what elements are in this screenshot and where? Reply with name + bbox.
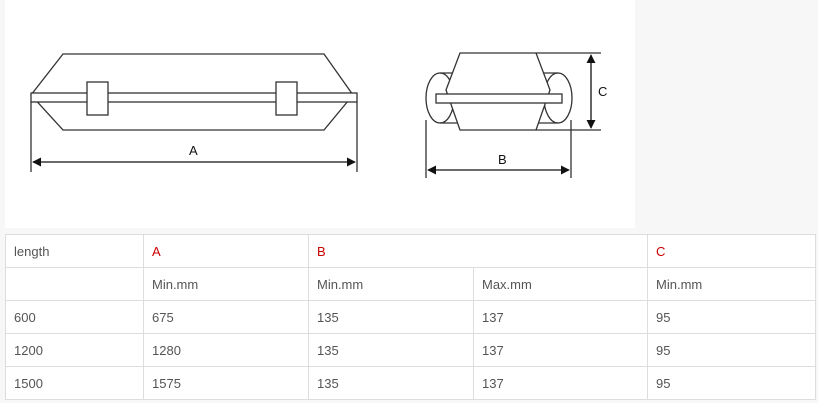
side-view-body (30, 53, 354, 131)
cell-b-min: 135 (308, 300, 474, 334)
header-c: C (647, 234, 817, 268)
header-length: length (5, 234, 144, 268)
end-view-rail (435, 93, 563, 104)
side-view-clip-right (275, 81, 298, 116)
table-units-row: Min.mm Min.mm Max.mm Min.mm (5, 267, 817, 301)
cell-length: 1500 (5, 366, 144, 400)
cell-a-min: 675 (143, 300, 309, 334)
fixture-diagram: A B C (30, 52, 607, 178)
spec-table: length A B C Min.mm Min.mm Max.mm Min.mm… (5, 234, 817, 400)
cell-c-min: 95 (647, 333, 817, 367)
end-view (425, 52, 601, 178)
side-view-clip-left (86, 81, 109, 116)
cell-c-min: 95 (647, 300, 817, 334)
cell-b-max: 137 (472, 333, 649, 367)
cell-b-max: 137 (472, 300, 649, 334)
units-empty-cell (5, 267, 144, 301)
unit-b-max: Max.mm (472, 267, 649, 301)
unit-b-min: Min.mm (308, 267, 474, 301)
cell-c-min: 95 (647, 366, 817, 400)
cell-b-min: 135 (308, 366, 474, 400)
cell-b-min: 135 (308, 333, 474, 367)
cell-b-max: 137 (472, 366, 649, 400)
cell-length: 600 (5, 300, 144, 334)
header-b: B (307, 234, 649, 268)
diagram-panel: A B C (5, 0, 635, 228)
table-row: 1500 1575 135 137 95 (5, 366, 817, 400)
unit-a-min: Min.mm (143, 267, 309, 301)
table-row: 600 675 135 137 95 (5, 300, 817, 334)
table-row: 1200 1280 135 137 95 (5, 333, 817, 367)
dimension-label-a: A (189, 143, 198, 158)
end-view-body (445, 52, 551, 131)
cell-a-min: 1575 (143, 366, 309, 400)
dimension-label-c: C (598, 84, 607, 99)
side-view (30, 53, 358, 172)
cell-a-min: 1280 (143, 333, 309, 367)
header-a: A (143, 234, 309, 268)
unit-c-min: Min.mm (647, 267, 817, 301)
dimension-label-b: B (498, 152, 507, 167)
table-header-row: length A B C (5, 234, 817, 268)
side-view-rail (30, 92, 358, 103)
cell-length: 1200 (5, 333, 144, 367)
